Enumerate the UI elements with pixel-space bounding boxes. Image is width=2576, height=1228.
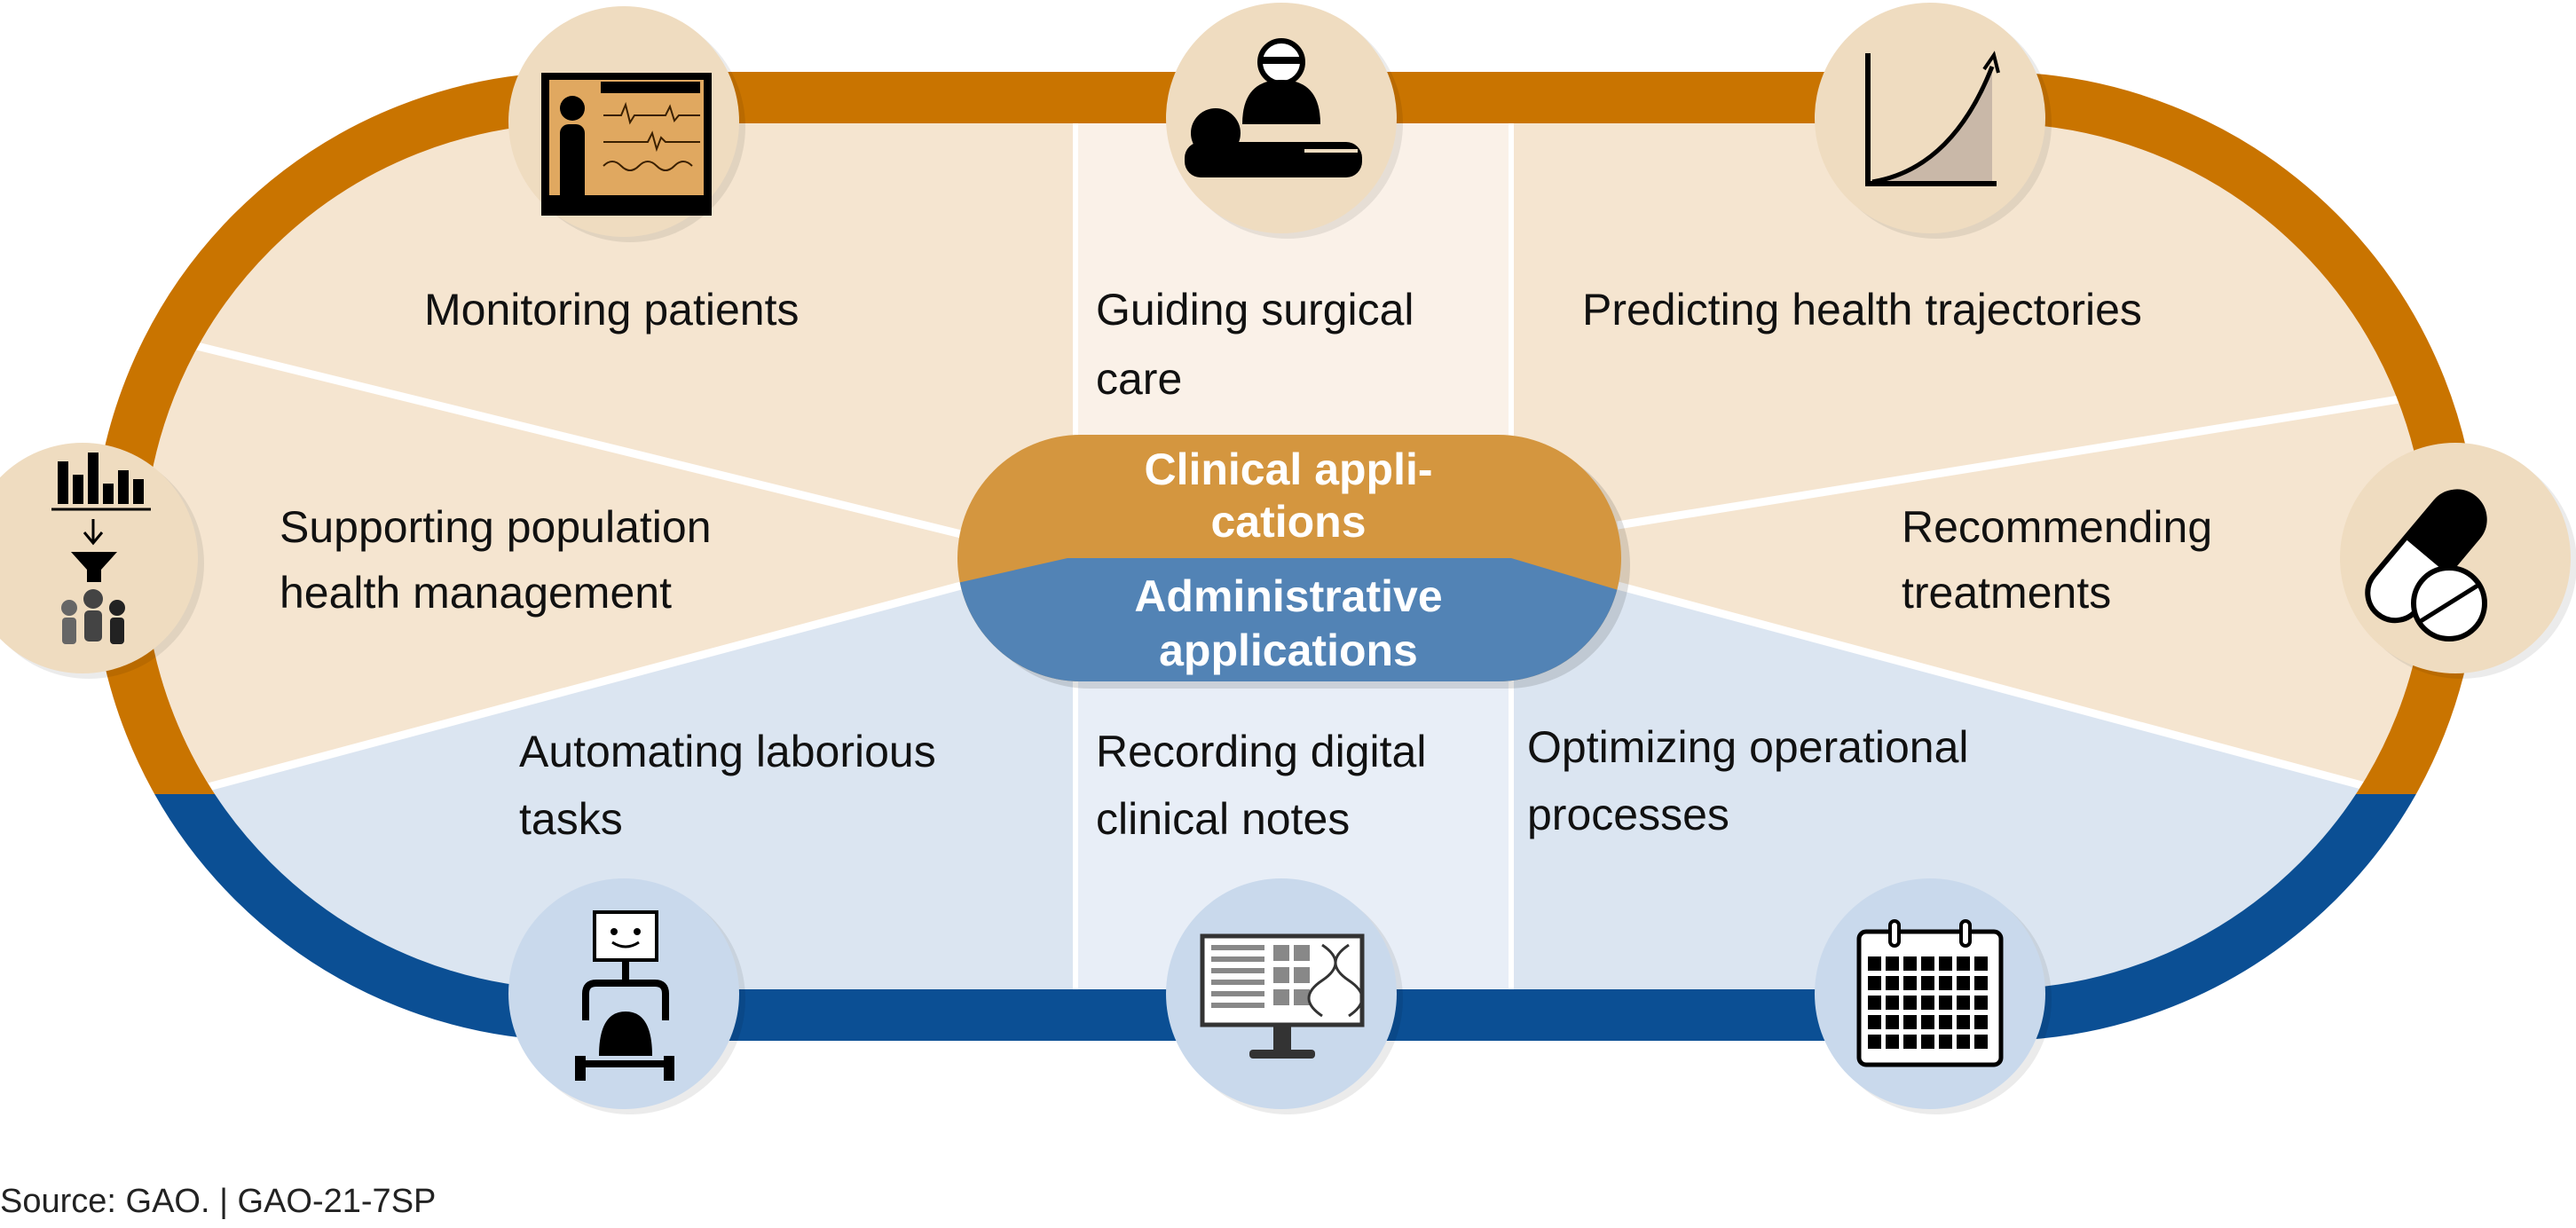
divider-line [144, 581, 963, 823]
label-optimizing-processes: Optimizing operational [1527, 722, 1969, 772]
pills-icon [2340, 443, 2576, 679]
calendar-day-cell [1974, 976, 1988, 990]
digital-notes-monitor-icon [1166, 878, 1403, 1114]
calendar-day-cell [1886, 1015, 1899, 1029]
administrative-title-line2: applications [1159, 626, 1418, 675]
label-guiding-surgical-care: Guiding surgical [1096, 285, 1414, 335]
calendar-icon [1815, 878, 2052, 1114]
label-predicting-health-trajectories: Predicting health trajectories [1582, 285, 2142, 335]
calendar-day-cell [1921, 1035, 1934, 1049]
calendar-day-cell [1921, 976, 1934, 990]
calendar-day-cell [1886, 956, 1899, 971]
calendar-day-cell [1957, 1015, 1970, 1029]
administrative-pill [957, 558, 1621, 681]
surgeon-icon [1166, 3, 1403, 239]
calendar-day-cell [1921, 1015, 1934, 1029]
clinical-band [92, 72, 2478, 794]
calendar-day-cell [1903, 976, 1917, 990]
calendar-day-cell [1939, 1015, 1952, 1029]
calendar-day-cell [1868, 1035, 1881, 1049]
label-recording-notes-line2: clinical notes [1096, 794, 1350, 844]
calendar-day-cell [1939, 956, 1952, 971]
trajectory-graph-icon [1815, 3, 2052, 239]
calendar-day-cell [1957, 996, 1970, 1010]
label-monitoring-patients: Monitoring patients [424, 285, 799, 335]
label-supporting-population-line2: health management [280, 568, 672, 618]
labels: Monitoring patients Guiding surgical car… [280, 285, 2212, 844]
label-recommending-treatments: Recommending [1902, 502, 2212, 552]
administrative-title-line1: Administrative [1134, 571, 1442, 621]
source-note: Source: GAO. | GAO-21-7SP [0, 1183, 436, 1220]
calendar-day-cell [1957, 1035, 1970, 1049]
population-data-icon [0, 443, 204, 679]
calendar-day-cell [1868, 1015, 1881, 1029]
calendar-day-cell [1886, 976, 1899, 990]
calendar-day-cell [1903, 1035, 1917, 1049]
label-guiding-surgical-care-line2: care [1096, 354, 1182, 404]
calendar-day-cell [1974, 1035, 1988, 1049]
label-automating-tasks-line2: tasks [519, 794, 623, 844]
patient-monitor-icon [508, 6, 745, 242]
center-pill: Clinical appli- cations Administrative a… [957, 435, 1630, 689]
calendar-day-cell [1868, 976, 1881, 990]
calendar-day-cell [1921, 996, 1934, 1010]
robot-icon [508, 878, 745, 1114]
label-recording-notes: Recording digital [1096, 727, 1426, 776]
calendar-day-cell [1957, 976, 1970, 990]
calendar-day-cell [1903, 956, 1917, 971]
divider-line [1617, 381, 2427, 530]
calendar-day-cell [1974, 996, 1988, 1010]
calendar-day-cell [1868, 996, 1881, 1010]
calendar-day-cell [1868, 956, 1881, 971]
divider-line [144, 315, 963, 539]
clinical-title-line2: cations [1210, 497, 1366, 547]
clinical-title-line1: Clinical appli- [1144, 445, 1432, 494]
calendar-day-cell [1939, 976, 1952, 990]
calendar-day-cell [1974, 1015, 1988, 1029]
calendar-day-cell [1939, 996, 1952, 1010]
label-recommending-treatments-line2: treatments [1902, 568, 2111, 618]
calendar-day-cell [1974, 956, 1988, 971]
label-optimizing-processes-line2: processes [1527, 790, 1729, 839]
calendar-day-cell [1886, 1035, 1899, 1049]
calendar-day-cell [1886, 996, 1899, 1010]
calendar-day-cell [1921, 956, 1934, 971]
calendar-day-cell [1939, 1035, 1952, 1049]
calendar-day-cell [1957, 956, 1970, 971]
label-supporting-population: Supporting population [280, 502, 712, 552]
divider-line [1616, 581, 2427, 823]
calendar-day-cell [1903, 996, 1917, 1010]
calendar-day-cell [1903, 1015, 1917, 1029]
label-automating-tasks: Automating laborious [519, 727, 936, 776]
